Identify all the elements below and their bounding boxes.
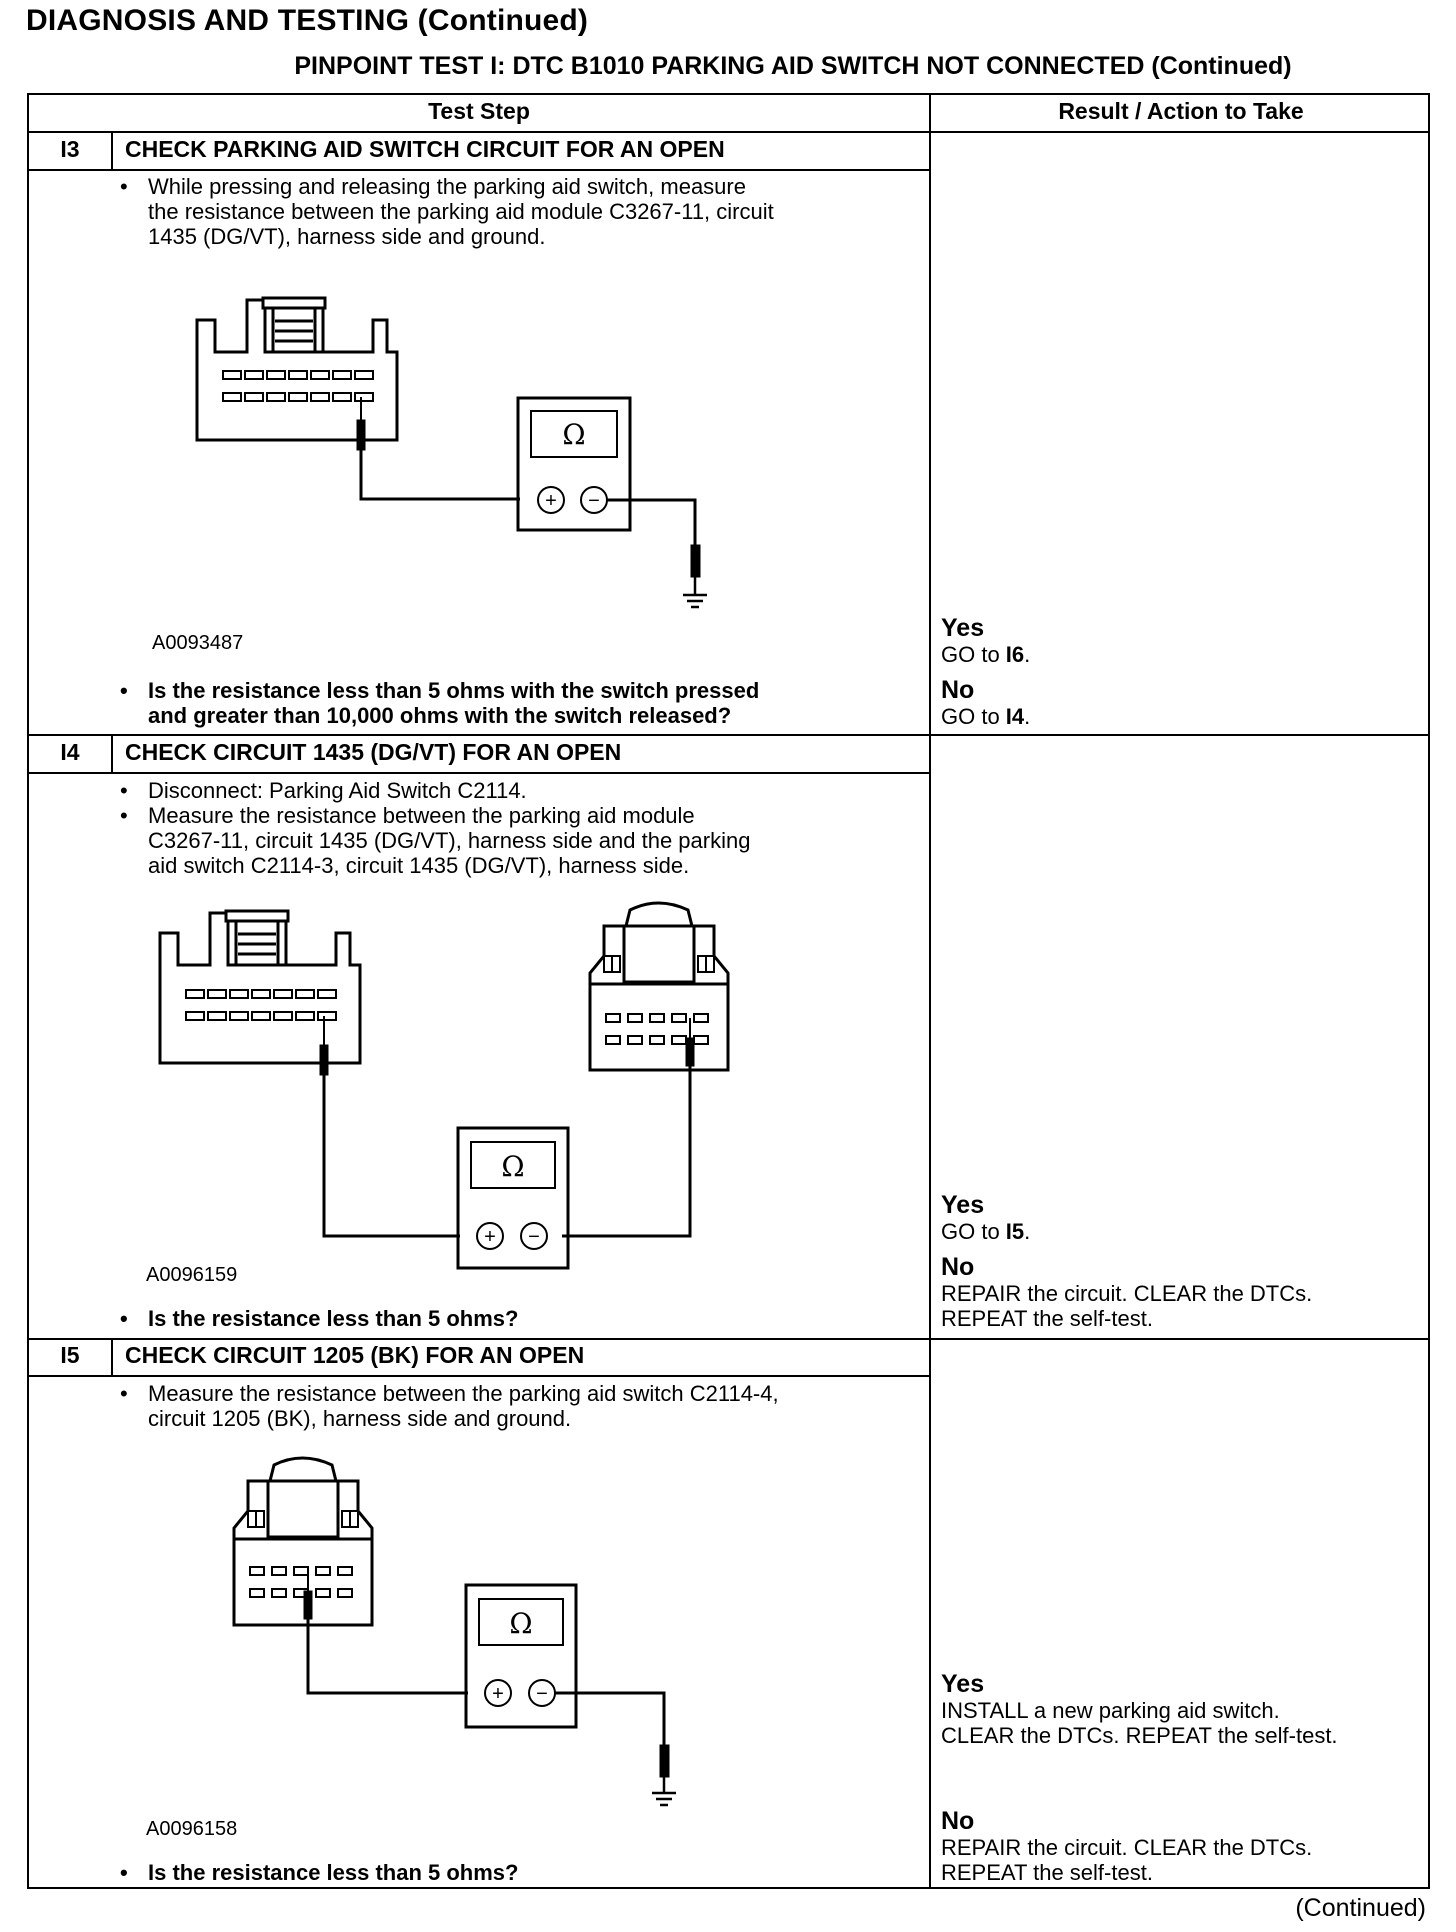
instruction-i4-2: •Measure the resistance between the park… <box>120 803 751 878</box>
figure-id-i5: A0096158 <box>146 1818 238 1840</box>
column-header-result: Result / Action to Take <box>1058 98 1304 124</box>
svg-text:+: + <box>492 1683 504 1705</box>
module-connector-icon <box>197 298 397 440</box>
figure-id-i4: A0096159 <box>146 1264 238 1286</box>
ohmmeter-icon <box>466 1585 576 1727</box>
result-i4-yes: Yes GO to I5. <box>941 1191 1031 1245</box>
figure-i3-diagram: Ω + − <box>195 295 655 625</box>
instruction-i4-1: •Disconnect: Parking Aid Switch C2114. <box>120 778 527 803</box>
question-i3: •Is the resistance less than 5 ohms with… <box>120 678 760 728</box>
ohm-symbol: Ω <box>501 1150 524 1183</box>
switch-connector-icon <box>234 1458 372 1625</box>
ohm-symbol: Ω <box>562 418 585 451</box>
ohmmeter-icon <box>518 398 630 530</box>
step-id-i4: I4 <box>60 739 80 765</box>
figure-i4-diagram: Ω + − <box>158 898 778 1278</box>
result-i5-yes: Yes INSTALL a new parking aid switch. CL… <box>941 1670 1338 1749</box>
ohmmeter-icon <box>458 1128 568 1268</box>
instruction-i3-1: •While pressing and releasing the parkin… <box>120 174 774 249</box>
ground-icon <box>652 1777 676 1805</box>
continued-label: (Continued) <box>1295 1894 1426 1922</box>
svg-text:−: − <box>588 490 600 512</box>
svg-text:+: + <box>545 490 557 512</box>
result-i4-no: No REPAIR the circuit. CLEAR the DTCs. R… <box>941 1253 1313 1332</box>
svg-text:−: − <box>528 1226 540 1248</box>
step-id-i3: I3 <box>60 136 80 162</box>
ground-icon <box>683 577 707 607</box>
question-i5: •Is the resistance less than 5 ohms? <box>120 1860 519 1885</box>
result-i5-no: No REPAIR the circuit. CLEAR the DTCs. R… <box>941 1807 1313 1886</box>
step-title-i5: CHECK CIRCUIT 1205 (BK) FOR AN OPEN <box>125 1342 585 1368</box>
connector-pins <box>223 371 373 401</box>
step-title-i4: CHECK CIRCUIT 1435 (DG/VT) FOR AN OPEN <box>125 739 622 765</box>
ohm-symbol: Ω <box>509 1607 532 1640</box>
step-id-i5: I5 <box>60 1342 80 1368</box>
column-header-test-step: Test Step <box>428 98 530 124</box>
question-i4: •Is the resistance less than 5 ohms? <box>120 1306 519 1331</box>
switch-connector-icon <box>590 903 728 1070</box>
pinpoint-test-title: PINPOINT TEST I: DTC B1010 PARKING AID S… <box>294 52 1292 80</box>
figure-i5-diagram: Ω + − <box>232 1455 692 1815</box>
result-i3-no: No GO to I4. <box>941 676 1031 730</box>
module-connector-icon <box>160 911 360 1063</box>
test-table: Test Step Result / Action to Take I3 CHE… <box>27 93 1430 1889</box>
svg-text:+: + <box>484 1226 496 1248</box>
figure-id-i3: A0093487 <box>152 632 244 654</box>
page-title: DIAGNOSIS AND TESTING (Continued) <box>26 4 589 37</box>
svg-text:−: − <box>536 1683 548 1705</box>
instruction-i5-1: •Measure the resistance between the park… <box>120 1381 779 1431</box>
result-i3-yes: Yes GO to I6. <box>941 614 1031 668</box>
step-title-i3: CHECK PARKING AID SWITCH CIRCUIT FOR AN … <box>125 136 725 162</box>
